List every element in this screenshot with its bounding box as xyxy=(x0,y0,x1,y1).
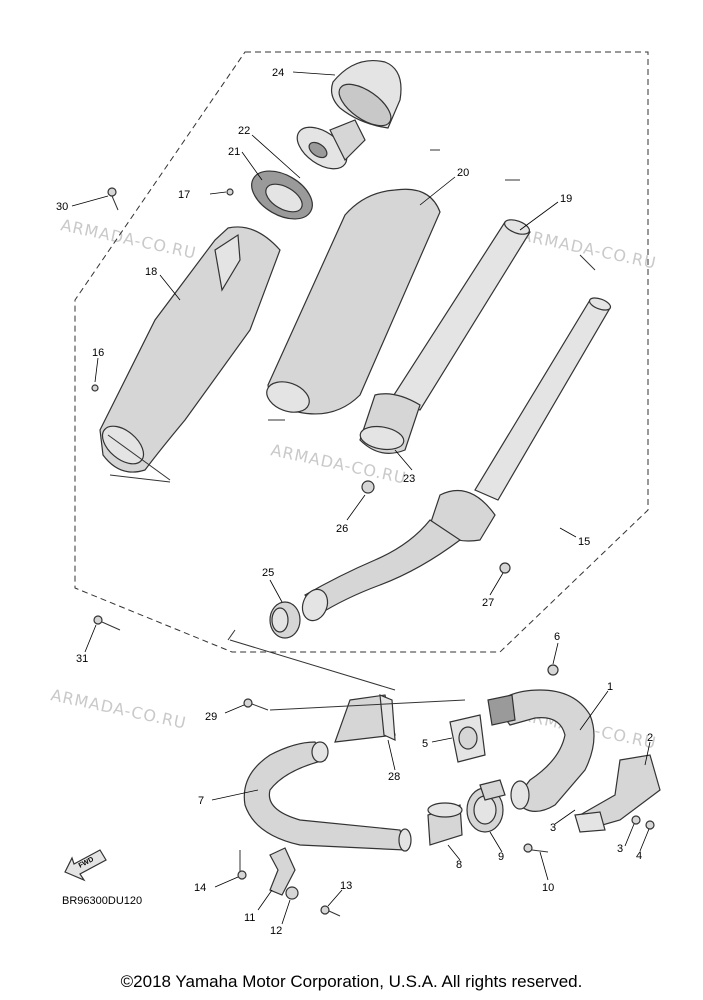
part-bracket-28 xyxy=(334,694,396,743)
part-muffler-inner xyxy=(266,188,441,415)
bolt-31-icon xyxy=(93,615,103,625)
part-clamp-9 xyxy=(466,779,506,833)
part-gasket-5 xyxy=(449,714,486,763)
label-part-30: 30 xyxy=(56,201,68,213)
collar-12-icon xyxy=(285,886,299,900)
copyright-notice: ©2018 Yamaha Motor Corporation, U.S.A. A… xyxy=(120,972,583,991)
rivet-17-icon xyxy=(226,188,234,196)
bolt-30-icon xyxy=(107,187,117,197)
leader-lines xyxy=(71,71,651,925)
part-muffler-outer-body xyxy=(99,226,281,473)
label-part-6: 6 xyxy=(554,631,560,643)
part-heat-protector xyxy=(574,754,661,833)
label-part-14: 14 xyxy=(194,882,206,894)
label-part-15: 15 xyxy=(578,536,590,548)
label-part-24: 24 xyxy=(272,67,284,79)
bolt-14-icon xyxy=(237,870,247,880)
label-part-17: 17 xyxy=(178,189,190,201)
label-part-3b: 3 xyxy=(617,843,623,855)
label-part-16: 16 xyxy=(92,347,104,359)
part-grommet xyxy=(251,170,313,220)
rivet-16-icon xyxy=(91,384,99,392)
diagram-code: BR96300DU120 xyxy=(62,895,142,907)
fastener-shafts xyxy=(101,195,549,917)
label-part-19: 19 xyxy=(560,193,572,205)
nut-27-icon xyxy=(499,562,511,574)
part-end-plate xyxy=(296,119,366,170)
part-exhaust-pipe-2 xyxy=(243,741,412,852)
assembly-outline-dashed xyxy=(74,51,649,653)
fasteners xyxy=(91,187,655,915)
label-part-10: 10 xyxy=(542,882,554,894)
fwd-arrow: FWD xyxy=(64,849,107,882)
label-part-29: 29 xyxy=(205,711,217,723)
bolt-13-icon xyxy=(320,905,330,915)
forward-arrow-icon xyxy=(64,849,107,882)
label-part-13: 13 xyxy=(340,880,352,892)
watermark-1: ARMADA-CO.RU xyxy=(59,215,198,262)
label-part-25: 25 xyxy=(262,567,274,579)
label-part-26: 26 xyxy=(336,523,348,535)
watermark-4: ARMADA-CO.RU xyxy=(49,685,188,732)
label-part-31: 31 xyxy=(76,653,88,665)
part-joint-8 xyxy=(427,802,463,846)
label-part-21: 21 xyxy=(228,146,240,158)
label-part-12: 12 xyxy=(270,925,282,937)
label-part-11: 11 xyxy=(244,912,255,924)
washer-3-icon xyxy=(631,815,641,825)
bolt-10-icon xyxy=(523,843,533,853)
label-part-3a: 3 xyxy=(550,822,556,834)
part-labels: 24 22 21 17 30 18 16 20 19 23 26 15 25 2… xyxy=(56,67,653,937)
part-mid-pipe-assembly xyxy=(301,297,612,622)
part-pipe-collar xyxy=(359,393,421,454)
label-part-7: 7 xyxy=(198,795,204,807)
label-part-4: 4 xyxy=(636,850,642,862)
part-exhaust-pipe-1 xyxy=(487,689,595,812)
nut-6-icon xyxy=(547,664,559,676)
part-end-cap xyxy=(330,60,402,129)
bolt-29-icon xyxy=(243,698,253,708)
label-part-18: 18 xyxy=(145,266,157,278)
label-part-22: 22 xyxy=(238,125,250,137)
part-stay-11 xyxy=(269,847,296,896)
label-part-2: 2 xyxy=(647,732,653,744)
nut-26-icon xyxy=(361,480,375,494)
part-gasket-ring xyxy=(269,601,301,639)
label-part-9: 9 xyxy=(498,851,504,863)
label-part-1: 1 xyxy=(607,681,613,693)
label-part-23: 23 xyxy=(403,473,415,485)
assembly-solid-lines xyxy=(107,149,596,872)
watermark-2: ARMADA-CO.RU xyxy=(519,225,658,272)
label-part-8: 8 xyxy=(456,859,462,871)
bolt-4-icon xyxy=(645,820,655,830)
label-part-27: 27 xyxy=(482,597,494,609)
label-part-20: 20 xyxy=(457,167,469,179)
label-part-5: 5 xyxy=(422,738,428,750)
label-part-28: 28 xyxy=(388,771,400,783)
